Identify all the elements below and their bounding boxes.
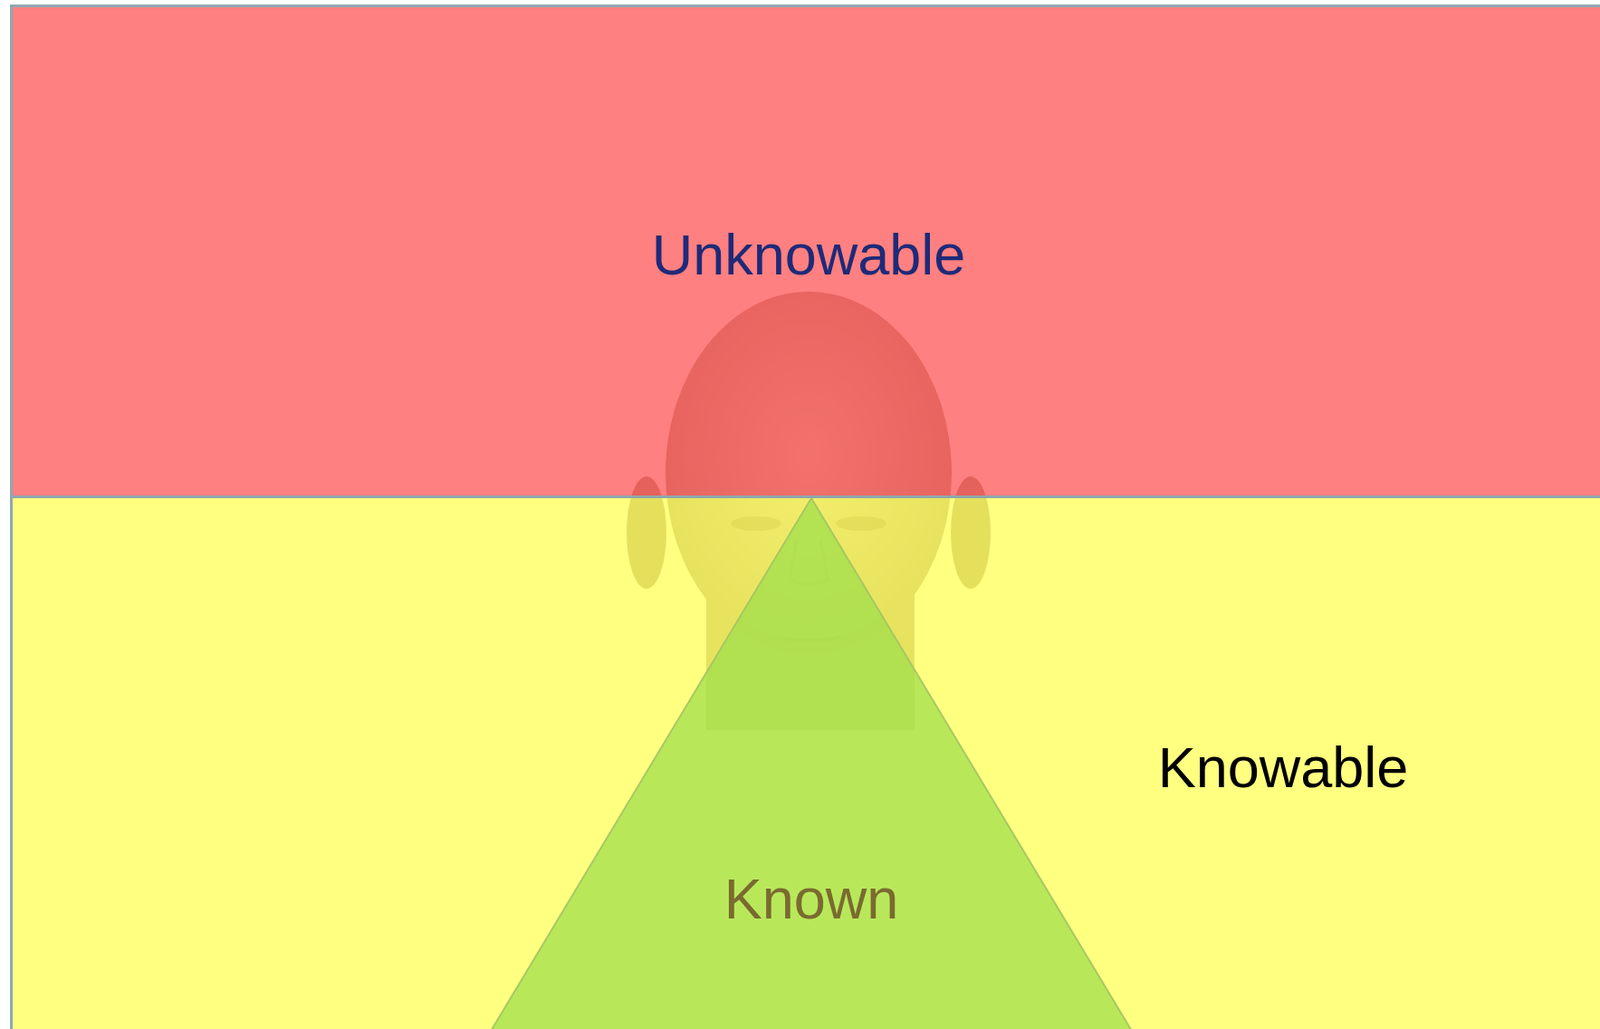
triangle-outline	[489, 498, 1133, 1029]
knowable-region: KnowableKnown	[9, 498, 1600, 1029]
region-label: Knowable	[1158, 734, 1409, 800]
triangle-shape	[489, 498, 1133, 1029]
region-label: Unknowable	[651, 221, 967, 288]
unknowable-band: Unknowable	[9, 4, 1600, 499]
known-triangle: Known	[489, 498, 1133, 1029]
region-label: Known	[724, 865, 900, 931]
